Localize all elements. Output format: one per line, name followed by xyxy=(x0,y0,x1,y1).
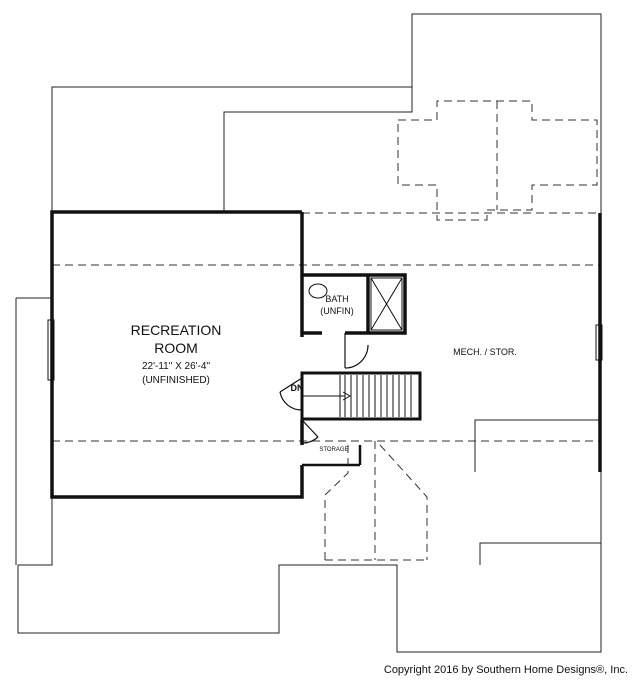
stairs-dn-label: DN xyxy=(291,383,304,393)
storage-label: STORAGE xyxy=(319,447,348,453)
walls xyxy=(50,210,602,499)
bath-fixtures xyxy=(308,277,403,331)
room-labels: RECREATION ROOM 22'-11" X 26'-4" (UNFINI… xyxy=(131,294,517,453)
mech-stor-label: MECH. / STOR. xyxy=(453,347,517,357)
copyright-notice: Copyright 2016 by Southern Home Designs®… xyxy=(383,664,628,676)
recreation-room-name-line2: ROOM xyxy=(154,340,198,356)
door-swings xyxy=(279,333,369,444)
stairs xyxy=(300,371,422,421)
recreation-room-size: 22'-11" X 26'-4" xyxy=(142,361,210,372)
roof-outline xyxy=(15,13,602,653)
storage-closet xyxy=(302,445,362,467)
roof-dashed-lines xyxy=(52,100,600,561)
bath-name: BATH xyxy=(325,294,348,304)
bath-status: (UNFIN) xyxy=(320,306,354,316)
recreation-room-status: (UNFINISHED) xyxy=(142,375,210,386)
windows xyxy=(47,319,603,381)
recreation-room-name-line1: RECREATION xyxy=(131,322,222,338)
